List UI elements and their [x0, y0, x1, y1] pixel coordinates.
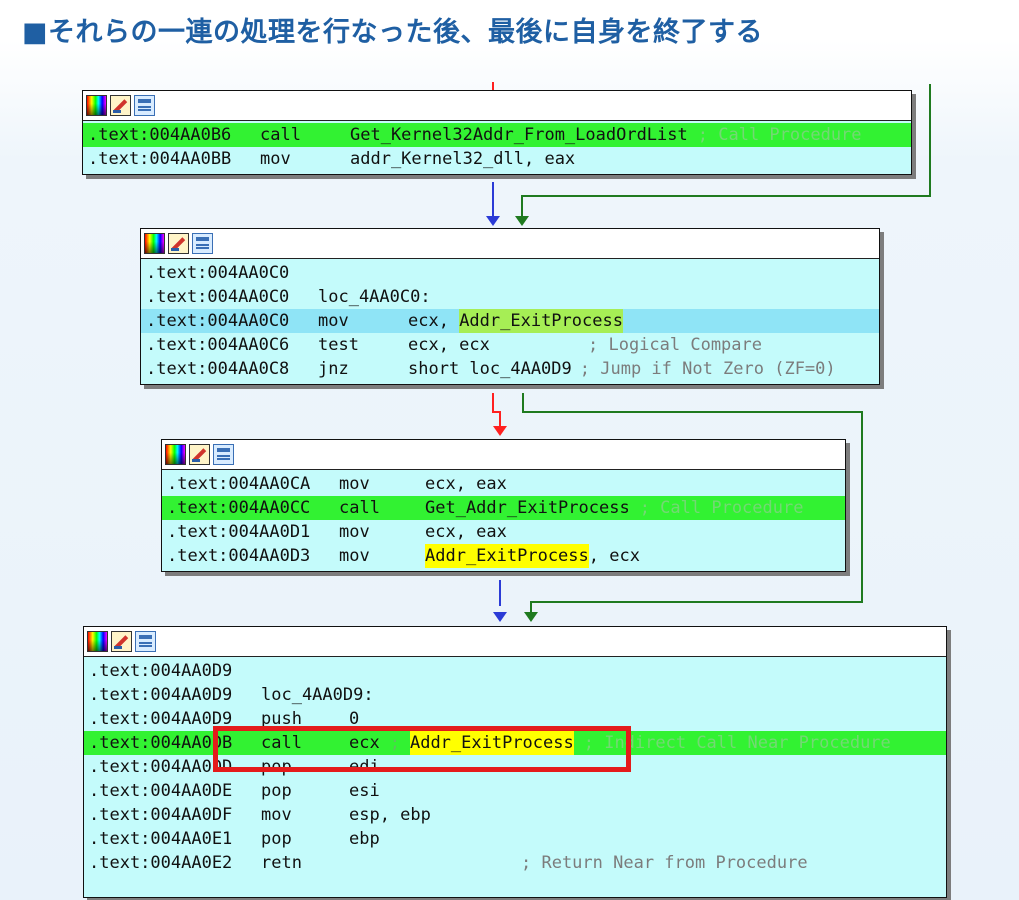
rename-icon[interactable]: [168, 233, 189, 254]
jump-target[interactable]: short loc_4AA0D9: [408, 359, 572, 379]
arrowhead-blue-1: [486, 216, 500, 226]
arrowhead-blue-3: [493, 612, 507, 622]
slide-title: ■それらの一連の処理を行なった後、最後に自身を終了する: [22, 17, 764, 48]
rename-icon[interactable]: [110, 95, 131, 116]
asm-label[interactable]: loc_4AA0D9:: [261, 685, 374, 705]
asm-operand[interactable]: addr_Kernel32_dll, eax: [350, 149, 576, 169]
graph-overview-icon[interactable]: [134, 95, 155, 116]
node-toolbar: [84, 627, 946, 657]
graph-overview-icon[interactable]: [192, 233, 213, 254]
node-toolbar: [162, 440, 845, 470]
annotation-highlight-box: [213, 726, 631, 772]
asm-operand[interactable]: Get_Kernel32Addr_From_LoadOrdList: [350, 125, 688, 145]
asm-line[interactable]: .text:004AA0C0: [146, 263, 290, 283]
arrowhead-green-1: [515, 216, 529, 226]
node-color-icon[interactable]: [87, 631, 108, 652]
graph-overview-icon[interactable]: [213, 444, 234, 465]
asm-label[interactable]: loc_4AA0C0:: [318, 287, 431, 307]
rename-icon[interactable]: [111, 631, 132, 652]
edge-loop-green: [521, 84, 931, 220]
symbol-addr-exitprocess[interactable]: Addr_ExitProcess: [459, 309, 623, 333]
symbol-addr-exitprocess[interactable]: Addr_ExitProcess: [425, 544, 589, 568]
rename-icon[interactable]: [189, 444, 210, 465]
node-toolbar: [83, 91, 911, 121]
node-toolbar: [141, 229, 879, 259]
graph-overview-icon[interactable]: [135, 631, 156, 652]
symbol-addr-exitprocess[interactable]: Addr_ExitProcess: [409, 731, 574, 755]
node-color-icon[interactable]: [144, 233, 165, 254]
arrowhead-green-3: [524, 612, 538, 622]
edge-node2-true-green: [522, 393, 863, 612]
node-color-icon[interactable]: [86, 95, 107, 116]
asm-line[interactable]: .text:004AA0D9: [89, 661, 233, 681]
edge-node2-false-red: [492, 393, 501, 430]
arrowhead-red-2: [493, 426, 507, 436]
node-color-icon[interactable]: [165, 444, 186, 465]
asm-operand[interactable]: Get_Addr_ExitProcess: [425, 498, 630, 518]
